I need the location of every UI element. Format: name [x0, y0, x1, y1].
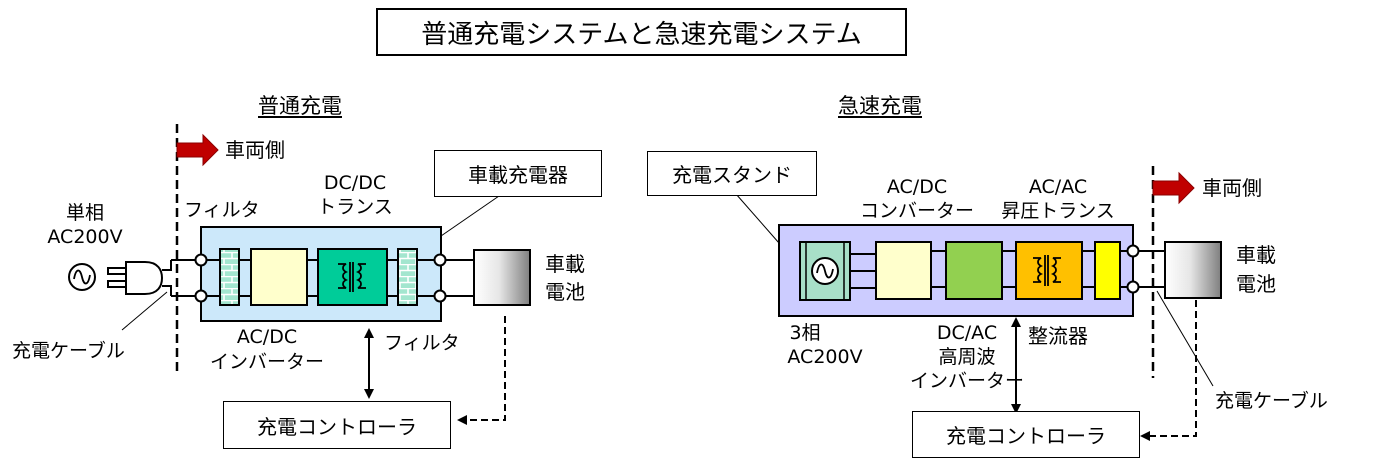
quick-section-title: 急速充電: [838, 94, 922, 118]
terminal: [433, 289, 447, 303]
terminal: [194, 289, 208, 303]
charge-controller-label: 充電コントローラ: [257, 414, 417, 439]
acdc-converter-label-line1: AC/DC: [886, 176, 948, 198]
battery-label-line1: 車載: [545, 252, 585, 276]
charge-controller-box: 充電コントローラ: [223, 401, 451, 449]
dcdc-label-line2: トランス: [317, 196, 393, 218]
transformer-icon: [1033, 255, 1061, 286]
filter-bottom-label: フィルタ: [384, 332, 460, 354]
battery-block: [1164, 241, 1222, 299]
vehicle-side-arrow-icon: [176, 133, 219, 167]
filter-block-2: [397, 248, 418, 306]
stand-leader-line: [735, 193, 780, 244]
diagram-title-text: 普通充電システムと急速充電システム: [421, 19, 862, 50]
single-phase-voltage-label: AC200V: [47, 226, 123, 248]
three-phase-voltage-label: AC200V: [787, 346, 863, 368]
ac-source-icon: [68, 263, 96, 291]
acdc-converter-label-line2: コンバーター: [859, 200, 974, 222]
dcac-inverter-label-line3: インバーター: [909, 370, 1024, 392]
charging-stand-callout: 充電スタンド: [647, 151, 817, 196]
step-up-transformer-block: [1015, 241, 1083, 300]
terminal: [1126, 280, 1140, 294]
dcac-inverter-label-line2: 高周波: [938, 346, 996, 368]
onboard-charger-label: 車載充電器: [468, 163, 568, 187]
plug-icon: [107, 260, 172, 296]
terminal: [1126, 244, 1140, 258]
battery-block: [473, 249, 531, 306]
onboard-charger-callout: 車載充電器: [434, 150, 602, 197]
charge-controller-box: 充電コントローラ: [912, 411, 1140, 458]
single-phase-label: 単相: [65, 202, 104, 224]
rectifier-block: [1094, 241, 1121, 300]
vehicle-side-label: 車両側: [225, 138, 285, 162]
acac-transformer-label-line1: AC/AC: [1028, 176, 1088, 198]
cable-leader-line: [121, 291, 168, 331]
dcac-inverter-label-line1: DC/AC: [936, 322, 998, 344]
acac-transformer-label-line2: 昇圧トランス: [1001, 200, 1115, 222]
dcac-inverter-block: [945, 241, 1003, 300]
acdc-inverter-label-line1: AC/DC: [236, 326, 298, 348]
battery-label-line2: 電池: [1236, 272, 1276, 296]
diagram-title: 普通充電システムと急速充電システム: [376, 8, 907, 56]
dcdc-label-line1: DC/DC: [323, 172, 387, 194]
battery-signal-arrow: [457, 316, 506, 425]
acdc-inverter-block: [250, 248, 308, 306]
transformer-icon: [338, 262, 366, 292]
rectifier-label: 整流器: [1028, 324, 1088, 348]
battery-label-line2: 電池: [545, 280, 585, 304]
terminal: [433, 253, 447, 267]
filter-block-1: [219, 248, 240, 306]
normal-section-title: 普通充電: [258, 94, 342, 118]
acdc-converter-block: [875, 241, 932, 300]
battery-signal-arrow: [1140, 300, 1197, 441]
acdc-inverter-label-line2: インバーター: [209, 351, 324, 373]
filter-top-label: フィルタ: [184, 199, 260, 221]
terminal: [194, 253, 208, 267]
cable-leader-line: [1156, 290, 1214, 387]
charge-controller-label: 充電コントローラ: [946, 424, 1106, 448]
battery-label-line1: 車載: [1236, 243, 1276, 267]
three-phase-label: 3相: [789, 322, 821, 344]
charging-stand-label: 充電スタンド: [672, 163, 792, 187]
charging-cable-label: 充電ケーブル: [1215, 390, 1328, 412]
vehicle-side-label: 車両側: [1202, 176, 1262, 200]
charger-leader-line: [440, 195, 500, 237]
charging-cable-label: 充電ケーブル: [12, 340, 125, 362]
ac-source-icon: [811, 257, 839, 285]
vehicle-side-arrow-icon: [1152, 171, 1195, 205]
